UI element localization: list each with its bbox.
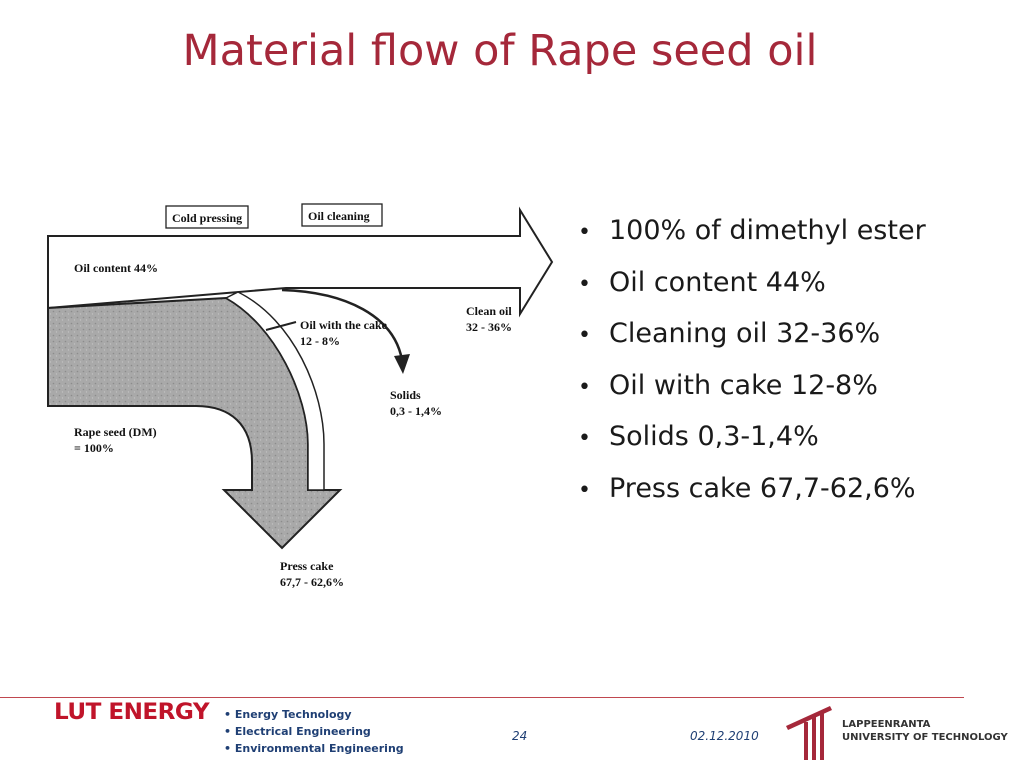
- press-cake-flow: [47, 296, 343, 550]
- solids-arrowhead: [394, 354, 410, 374]
- oil-with-cake-pointer: [265, 321, 297, 331]
- oil-content-arrow: [47, 206, 554, 318]
- oil-with-cake-label-1: Oil with the cake: [300, 318, 388, 332]
- department-item: • Environmental Engineering: [224, 742, 404, 755]
- bullet-list: •100% of dimethyl ester •Oil content 44%…: [578, 206, 926, 515]
- list-item: •Oil content 44%: [578, 266, 826, 298]
- department-item: • Energy Technology: [224, 708, 352, 721]
- slide-date: 02.12.2010: [690, 729, 759, 743]
- list-item: •100% of dimethyl ester: [578, 215, 926, 246]
- page-number: 24: [512, 729, 528, 743]
- slide-title: Material flow of Rape seed oil: [182, 26, 818, 76]
- department-item: • Electrical Engineering: [224, 725, 371, 738]
- cold-pressing-label: Cold pressing: [172, 211, 242, 225]
- oil-with-cake-label-2: 12 - 8%: [300, 334, 340, 348]
- rape-seed-label-1: Rape seed (DM): [74, 425, 157, 439]
- oil-cleaning-box: [301, 203, 383, 227]
- press-cake-label-2: 67,7 - 62,6%: [280, 575, 344, 589]
- clean-oil-label-1: Clean oil: [466, 304, 512, 318]
- material-flow-diagram: Cold pressing Oil cleaning Oil content 4…: [47, 203, 554, 589]
- university-name: LAPPEENRANTA UNIVERSITY OF TECHNOLOGY: [842, 719, 1008, 743]
- rape-seed-label-2: = 100%: [74, 441, 114, 455]
- oil-cleaning-label: Oil cleaning: [308, 209, 370, 223]
- university-logo-icon: [786, 706, 832, 760]
- solids-label-2: 0,3 - 1,4%: [390, 404, 442, 418]
- oil-with-cake-band: [224, 291, 325, 491]
- footer-divider: [0, 697, 964, 698]
- lut-energy-logo: LUT ENERGY: [54, 700, 210, 725]
- press-cake-label-1: Press cake: [280, 559, 334, 573]
- list-item: •Oil with cake 12-8%: [578, 369, 878, 401]
- department-list: • Energy Technology • Electrical Enginee…: [224, 706, 404, 757]
- oil-content-label: Oil content 44%: [74, 261, 158, 275]
- list-item: •Press cake 67,7-62,6%: [578, 472, 916, 504]
- solids-label-1: Solids: [390, 388, 421, 402]
- cold-pressing-box: [165, 205, 249, 229]
- clean-oil-label-2: 32 - 36%: [466, 320, 512, 334]
- solids-arrow: [281, 288, 404, 361]
- list-item: •Cleaning oil 32-36%: [578, 318, 881, 349]
- list-item: •Solids 0,3-1,4%: [578, 421, 819, 452]
